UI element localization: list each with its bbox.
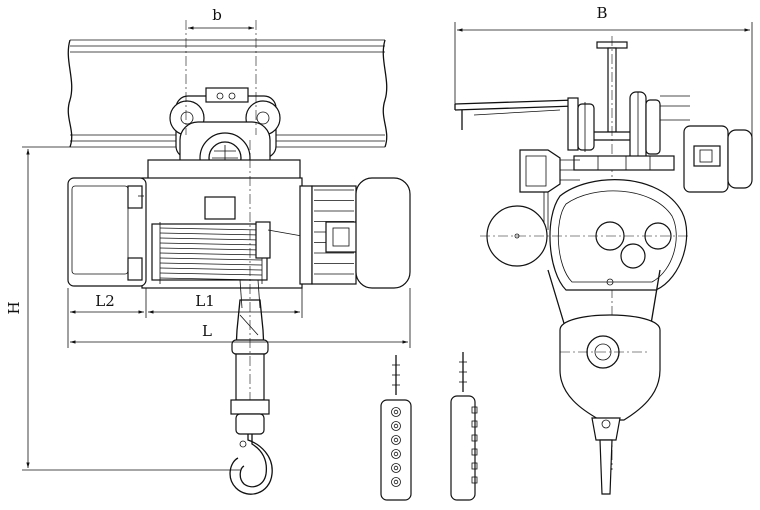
buffer-arm <box>454 97 579 151</box>
pendant-button-center <box>393 437 399 443</box>
rope-wrap <box>159 277 263 281</box>
pendant-button-center <box>393 423 399 429</box>
dim-L2-label: L2 <box>95 292 115 310</box>
pendant-button-icon <box>471 434 478 442</box>
rope-wrap <box>159 252 263 256</box>
pendant-button-icon <box>391 463 401 473</box>
rope-wrap <box>159 257 263 261</box>
rope-wrap <box>159 237 263 241</box>
front-view: b L2 L1 L H <box>5 6 411 495</box>
pendant-button-center <box>393 409 399 415</box>
pendant-button-center <box>393 465 399 471</box>
pendant-button-icon <box>391 449 401 459</box>
dim-L1-label: L1 <box>195 292 215 310</box>
pendant-side <box>450 352 478 501</box>
pendant-side-buttons <box>471 406 478 484</box>
rope-wrap <box>159 227 263 231</box>
dim-H-label: H <box>5 301 23 314</box>
side-hook-block <box>547 269 661 495</box>
rope-wrap <box>159 232 263 236</box>
pendant-front <box>380 355 412 501</box>
pendant-button-icon <box>471 406 478 414</box>
dim-L-label: L <box>202 322 212 340</box>
rope-wrap <box>159 262 263 266</box>
rope-wrap <box>159 247 263 251</box>
pendant-front-buttons <box>391 407 401 487</box>
hook-block <box>229 279 273 495</box>
pendant-button-center <box>393 479 399 485</box>
rope-wrap <box>159 272 263 276</box>
pendant-button-icon <box>391 477 401 487</box>
pendant-button-icon <box>391 407 401 417</box>
dim-b-label: b <box>212 6 222 24</box>
pendant-button-icon <box>471 448 478 456</box>
rope-wrap <box>159 267 263 271</box>
dim-B-label: B <box>596 4 607 22</box>
side-trolley <box>573 91 753 193</box>
pendant-button-icon <box>471 420 478 428</box>
front-dimensions: b L2 L1 L H <box>5 6 411 471</box>
pendant-button-icon <box>391 421 401 431</box>
wire-rope-drum <box>159 227 263 281</box>
rope-wrap <box>159 242 263 246</box>
hoist-body <box>67 159 411 289</box>
side-view: B <box>454 4 753 495</box>
pendant-button-center <box>393 451 399 457</box>
pendant-button-icon <box>471 462 478 470</box>
side-housing <box>480 179 690 291</box>
brake-box <box>519 149 580 230</box>
pendant-button-icon <box>471 476 478 484</box>
pendant-button-icon <box>391 435 401 445</box>
